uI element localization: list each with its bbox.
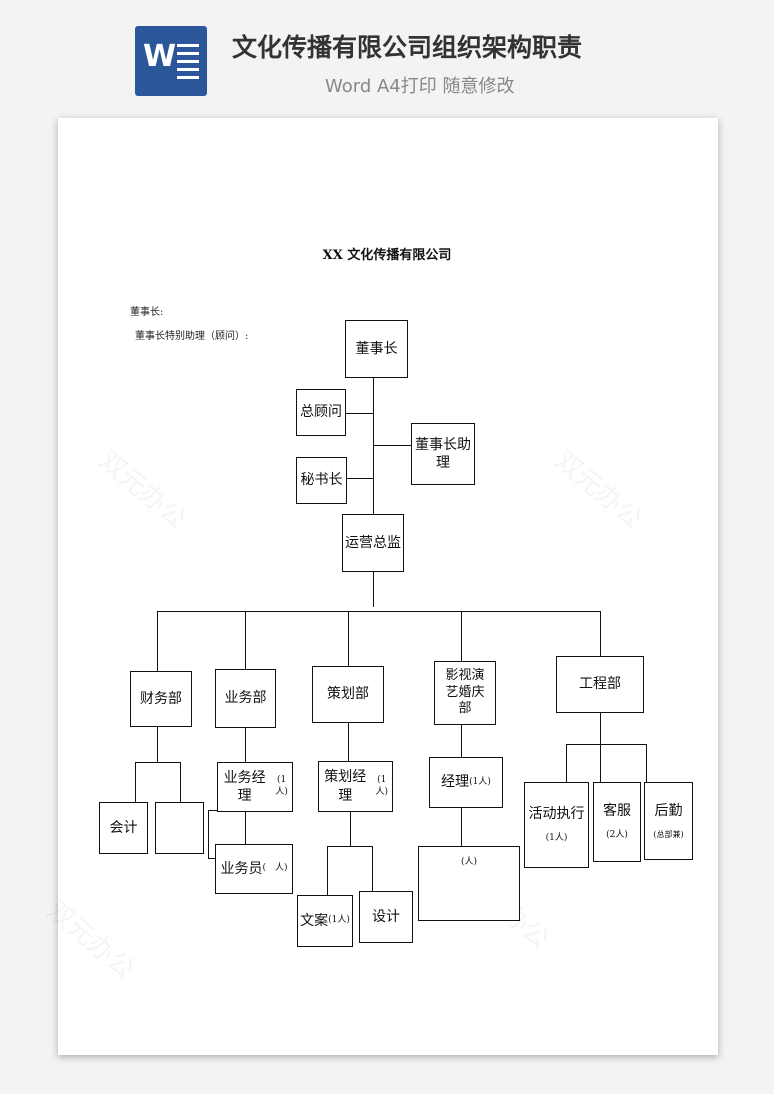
org-box-assistant: 董事长助理 [411,423,475,485]
header: W 文化传播有限公司组织架构职责 Word A4打印 随意修改 [0,0,774,110]
page-title: 文化传播有限公司组织架构职责 [232,33,583,62]
org-box-film-manager: 经理(1人) [429,757,503,808]
document-title: XX 文化传播有限公司 [322,248,452,263]
org-box-business-staff: 业务员( 人) [215,844,293,894]
org-box-operations: 运营总监 [342,514,404,572]
org-box-finance: 财务部 [130,671,192,727]
org-box-business-manager: 业务经理(1人) [217,762,293,812]
org-box-engineering: 工程部 [556,656,644,713]
org-box-film-staff: (人) [418,846,520,921]
page-subtitle: Word A4打印 随意修改 [325,76,515,97]
org-box-accountant: 会计 [99,802,148,854]
org-box-film: 影视演艺婚庆部 [434,661,496,725]
org-box-logistics: 后勤 (总部兼) [644,782,693,860]
org-box-blank [155,802,204,854]
org-box-chairman: 董事长 [345,320,408,378]
org-box-secretary: 秘书长 [296,457,347,504]
org-box-service: 客服 (2人) [593,782,641,862]
org-box-events: 活动执行 (1人) [524,782,589,868]
org-box-copywriter: 文案(1人) [297,895,353,947]
note-chairman: 董事长: [130,307,164,318]
org-box-advisor: 总顾问 [296,389,346,436]
word-document-icon: W [135,26,207,96]
org-box-business: 业务部 [215,669,276,728]
org-box-planning: 策划部 [312,666,384,723]
org-box-planning-manager: 策划经理(1人) [318,761,393,812]
note-special-assistant: 董事长特别助理（顾问）: [135,331,249,342]
icon-letter: W [143,39,177,74]
org-box-design: 设计 [359,891,413,943]
